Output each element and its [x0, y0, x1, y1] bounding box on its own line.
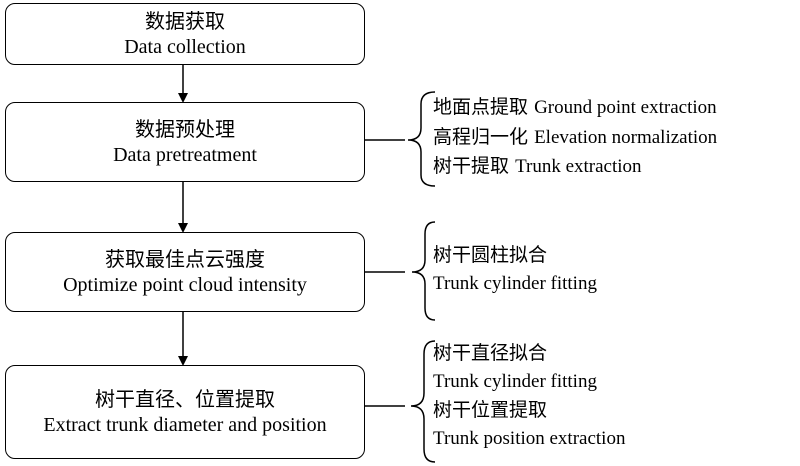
detail-elevation-zh: 高程归一化 — [433, 125, 529, 148]
step-1-en: Data collection — [124, 36, 246, 58]
detail-diameter-en: Trunk cylinder fitting — [433, 370, 597, 392]
detail-trunk-extraction-zh: 树干提取 — [433, 155, 510, 177]
step-1-zh: 数据获取 — [145, 9, 225, 33]
pretreatment-details: 地面点提取 Ground point extraction 高程归一化 Elev… — [433, 93, 717, 182]
detail-position-en: Trunk position extraction — [433, 427, 626, 449]
step-data-collection: 数据获取 Data collection — [5, 3, 365, 65]
step-2-en: Data pretreatment — [113, 144, 257, 166]
detail-cylinder-zh: 树干圆柱拟合 — [433, 244, 548, 266]
step-4-zh: 树干直径、位置提取 — [95, 387, 275, 411]
step-extract-trunk: 树干直径、位置提取 Extract trunk diameter and pos… — [5, 365, 365, 459]
brace-2 — [407, 91, 436, 187]
detail-trunk-extraction: 树干提取 Trunk extraction — [433, 152, 717, 182]
detail-elevation-en: Elevation normalization — [534, 126, 718, 148]
step-data-pretreatment: 数据预处理 Data pretreatment — [5, 102, 365, 182]
intensity-details: 树干圆柱拟合 Trunk cylinder fitting — [433, 241, 597, 298]
detail-trunk-extraction-en: Trunk extraction — [515, 156, 642, 177]
detail-diameter-zh: 树干直径拟合 — [433, 342, 548, 364]
brace-3 — [411, 221, 436, 321]
step-optimize-intensity: 获取最佳点云强度 Optimize point cloud intensity — [5, 232, 365, 312]
detail-ground-point-zh: 地面点提取 — [433, 96, 529, 118]
step-3-en: Optimize point cloud intensity — [63, 274, 307, 296]
extraction-details: 树干直径拟合 Trunk cylinder fitting 树干位置提取 Tru… — [433, 339, 625, 453]
step-4-en: Extract trunk diameter and position — [43, 414, 327, 436]
step-2-zh: 数据预处理 — [135, 117, 235, 141]
brace-4 — [410, 340, 436, 463]
detail-position-zh: 树干位置提取 — [433, 399, 548, 421]
detail-elevation: 高程归一化 Elevation normalization — [433, 123, 717, 153]
detail-ground-point: 地面点提取 Ground point extraction — [433, 93, 717, 123]
step-3-zh: 获取最佳点云强度 — [105, 247, 265, 271]
detail-cylinder-en: Trunk cylinder fitting — [433, 272, 597, 294]
detail-ground-point-en: Ground point extraction — [534, 97, 717, 118]
